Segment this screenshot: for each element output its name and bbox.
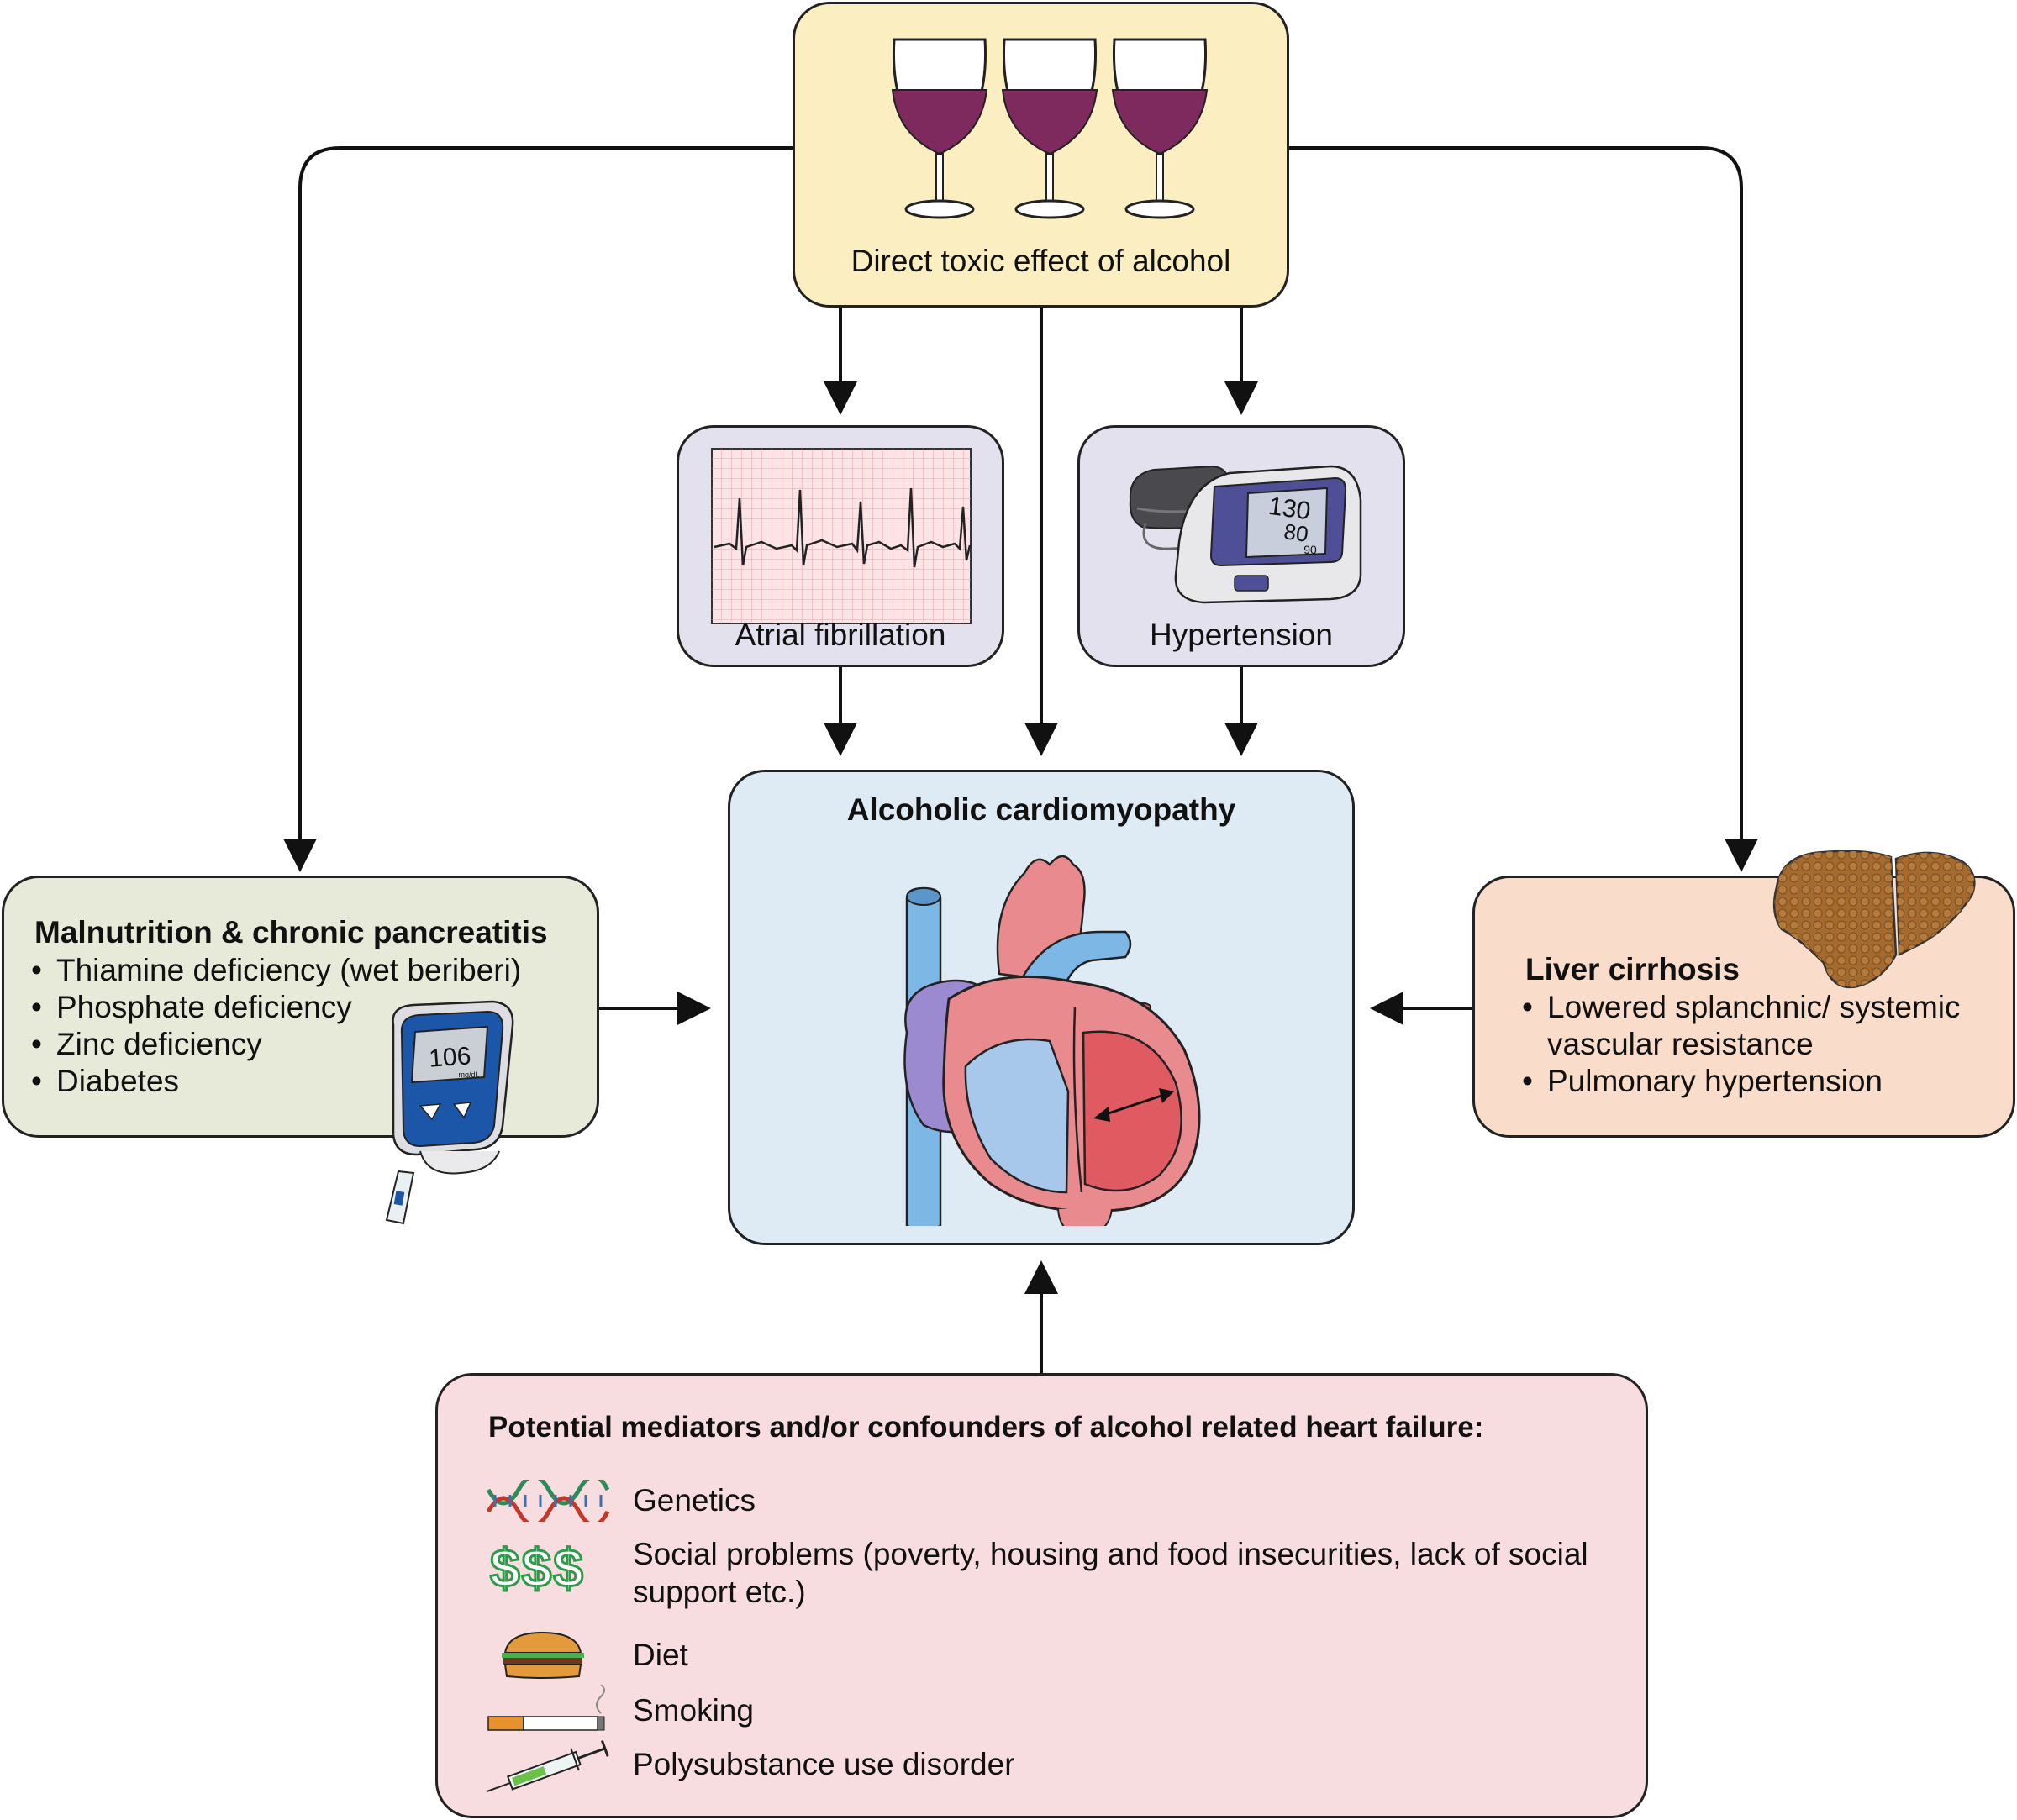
ecg-strip-icon: [711, 448, 972, 624]
glucose-meter-icon: 106 mg/dL: [385, 1000, 514, 1225]
social-text: Social problems (poverty, housing and fo…: [633, 1537, 1588, 1609]
bp-systolic: 130: [1267, 492, 1312, 526]
diet-text: Diet: [633, 1638, 688, 1672]
list-item: Polysubstance use disorder: [438, 1737, 1646, 1804]
dna-icon: [486, 1480, 610, 1522]
hypertension-label: Hypertension: [1149, 618, 1333, 652]
syringe-icon: [486, 1739, 609, 1793]
wine-glass-icon: [891, 38, 988, 219]
list-item: Zinc deficiency: [31, 1026, 521, 1063]
heart-cross-section-icon: [903, 855, 1201, 1226]
mediators-box: Potential mediators and/or confounders o…: [435, 1373, 1648, 1818]
list-item: Thiamine deficiency (wet beriberi): [31, 952, 521, 989]
list-item: Pulmonary hypertension: [1522, 1063, 1993, 1100]
list-item: Phosphate deficiency: [31, 989, 521, 1026]
blood-pressure-monitor-icon: 130 80 90: [1129, 465, 1362, 604]
wine-glass-icon: [1111, 38, 1209, 219]
list-item: Smoking: [438, 1685, 1646, 1744]
mediators-title: Potential mediators and/or confounders o…: [488, 1411, 1484, 1444]
bp-pulse: 90: [1303, 543, 1317, 556]
burger-icon: [502, 1631, 584, 1679]
wine-glasses: [891, 38, 1209, 219]
genetics-text: Genetics: [633, 1483, 756, 1518]
polysubstance-text: Polysubstance use disorder: [633, 1747, 1015, 1781]
dollar-icon: $$$: [489, 1537, 585, 1600]
list-item: Genetics: [438, 1476, 1646, 1527]
liver-cirrhosis-list: Lowered splanchnic/ systemic vascular re…: [1522, 989, 1993, 1100]
bp-diastolic: 80: [1282, 518, 1310, 547]
malnutrition-title: Malnutrition & chronic pancreatitis: [34, 915, 548, 949]
alcohol-toxic-box: Direct toxic effect of alcohol: [793, 2, 1289, 308]
cardiomyopathy-box: Alcoholic cardiomyopathy: [728, 770, 1355, 1245]
list-item: $$$ Social problems (poverty, housing an…: [438, 1535, 1646, 1619]
liver-cirrhosis-title: Liver cirrhosis: [1525, 952, 1741, 986]
meter-value: 106: [428, 1042, 471, 1072]
hypertension-box: 130 80 90 Hypertension: [1077, 425, 1405, 667]
list-item: Diet: [438, 1629, 1646, 1688]
arrow-top-to-right: [1289, 146, 1758, 872]
smoking-text: Smoking: [633, 1693, 754, 1728]
list-item: Diabetes: [31, 1063, 521, 1100]
wine-glass-icon: [1001, 38, 1098, 219]
cardiomyopathy-title: Alcoholic cardiomyopathy: [846, 792, 1236, 827]
alcohol-toxic-label: Direct toxic effect of alcohol: [851, 244, 1231, 278]
cirrhotic-liver-icon: [1772, 850, 1976, 989]
atrial-fibrillation-label: Atrial fibrillation: [735, 618, 946, 652]
malnutrition-list: Thiamine deficiency (wet beriberi) Phosp…: [31, 952, 521, 1100]
cigarette-icon: [487, 1685, 605, 1731]
meter-unit: mg/dL: [458, 1070, 479, 1079]
list-item: Lowered splanchnic/ systemic vascular re…: [1522, 989, 1993, 1063]
arrow-top-to-left: [283, 146, 793, 872]
atrial-fibrillation-box: Atrial fibrillation: [677, 425, 1004, 667]
